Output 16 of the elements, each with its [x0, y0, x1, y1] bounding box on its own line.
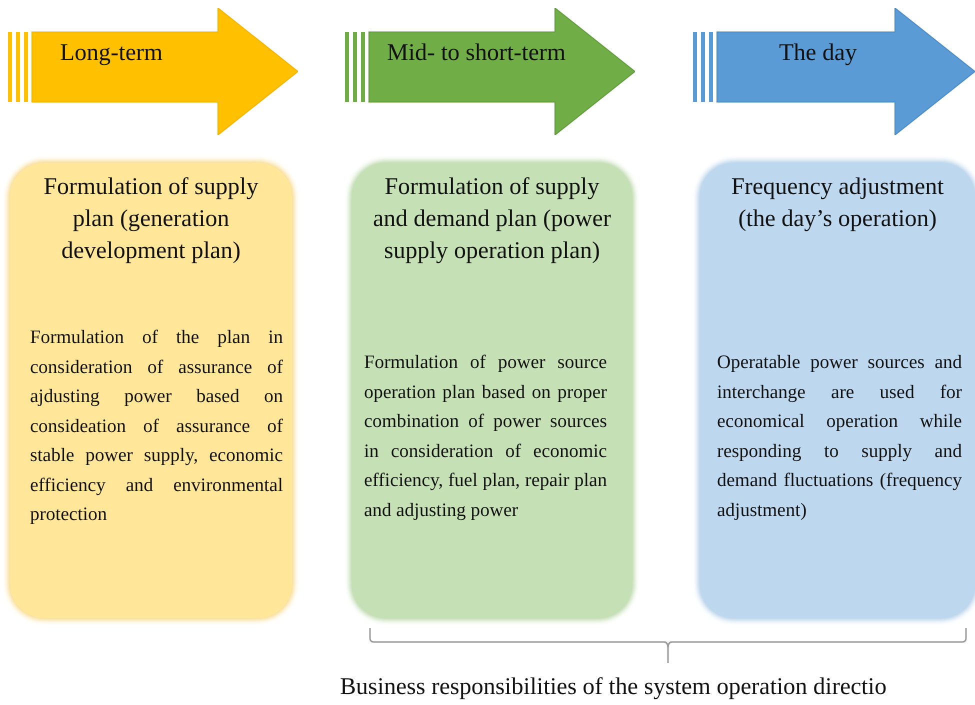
arrow-shape	[693, 8, 975, 135]
task-card	[10, 163, 292, 618]
card-heading: Frequency adjustment (the day’s operation)	[730, 173, 945, 234]
card-description: Operatable power sources and interchange are used for economical operation while responding to supply and demand fluctuations (frequency adjustment)	[717, 351, 962, 522]
phase-label: The day	[779, 40, 857, 67]
phase-label: Mid- to short-term	[387, 40, 566, 67]
arrow-shape	[345, 8, 635, 135]
card-heading: Formulation of supply and demand plan (power supply operation plan)	[372, 173, 612, 266]
task-card	[352, 163, 632, 618]
card-description: Formulation of the plan in consideration of assurance of ajdusting power based on consideation of assurance of stable power supply, economic efficiency and environmental protection	[30, 326, 283, 527]
bracket-caption: Business responsibilities of the system operation directio	[340, 674, 887, 701]
card-heading: Formulation of supply plan (generation development plan)	[42, 173, 260, 266]
card-description: Formulation of power source operation plan based on proper combination of power sources in consideration of economic efficiency, fuel plan, repair plan and adjusting power	[364, 351, 607, 522]
arrow-shape	[8, 8, 298, 135]
task-card	[700, 163, 975, 618]
phase-label: Long-term	[60, 40, 163, 67]
